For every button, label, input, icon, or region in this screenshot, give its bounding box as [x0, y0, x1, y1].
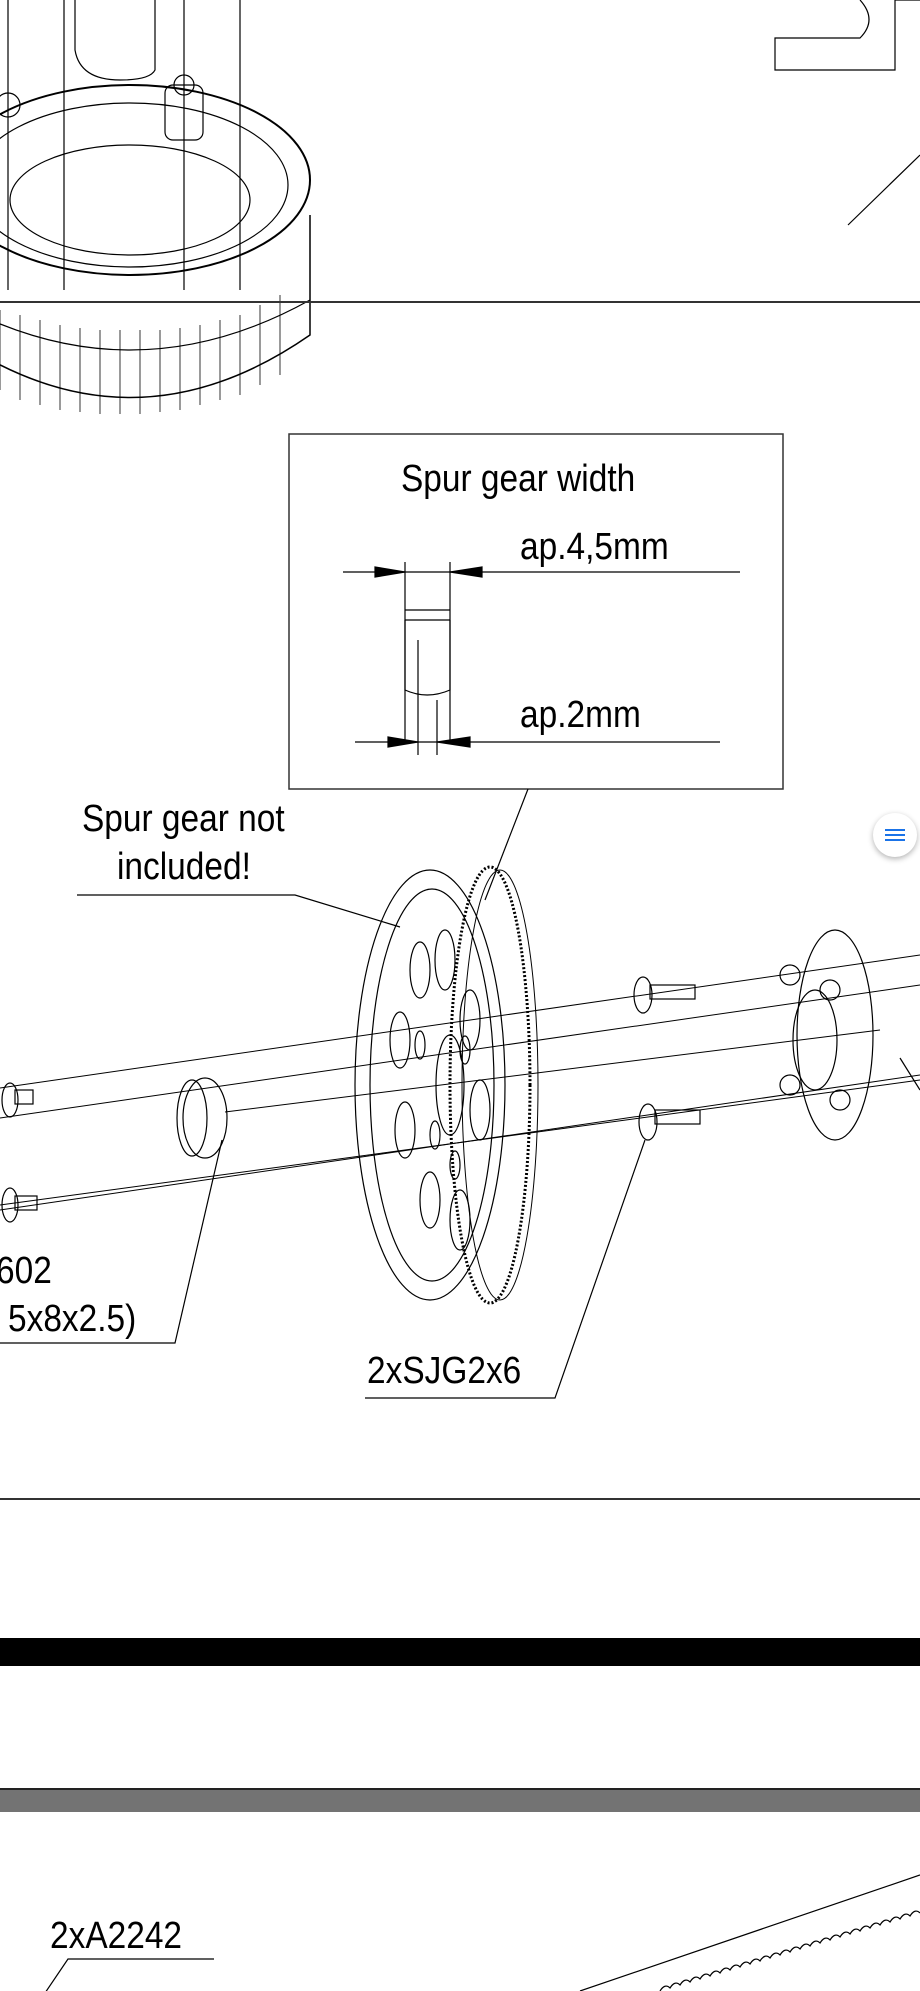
- screw-callout: 2xSJG2x6: [367, 1350, 522, 1392]
- part-callout-a2242: 2xA2242: [50, 1915, 183, 1957]
- pulley-drawing: [0, 0, 311, 414]
- dimension-bottom-label: ap.2mm: [520, 694, 641, 736]
- spur-gear-note-line1: Spur gear not: [82, 798, 285, 840]
- detail-box: [288, 433, 784, 790]
- dimension-top-label: ap.4,5mm: [520, 526, 669, 568]
- bearing-callout-line1: 602: [0, 1250, 52, 1292]
- screw-drawing: [1, 976, 701, 1223]
- section-divider-gray: [0, 1788, 920, 1812]
- detail-box-title: Spur gear width: [401, 458, 636, 500]
- spur-gear-profile: [343, 562, 740, 755]
- section-divider-black: [0, 1638, 920, 1666]
- hub-drawing: [779, 929, 920, 1141]
- bearing-drawing: [176, 1077, 228, 1159]
- belt-drawing: [579, 1874, 920, 1991]
- spur-gear-drawing: [354, 865, 539, 1305]
- floating-menu-button[interactable]: [873, 813, 917, 857]
- bracket-drawing: [774, 0, 920, 226]
- bearing-callout-line2: 5x8x2.5): [8, 1298, 137, 1340]
- hamburger-menu-icon: [885, 826, 905, 844]
- spur-gear-note-line2: included!: [117, 846, 251, 888]
